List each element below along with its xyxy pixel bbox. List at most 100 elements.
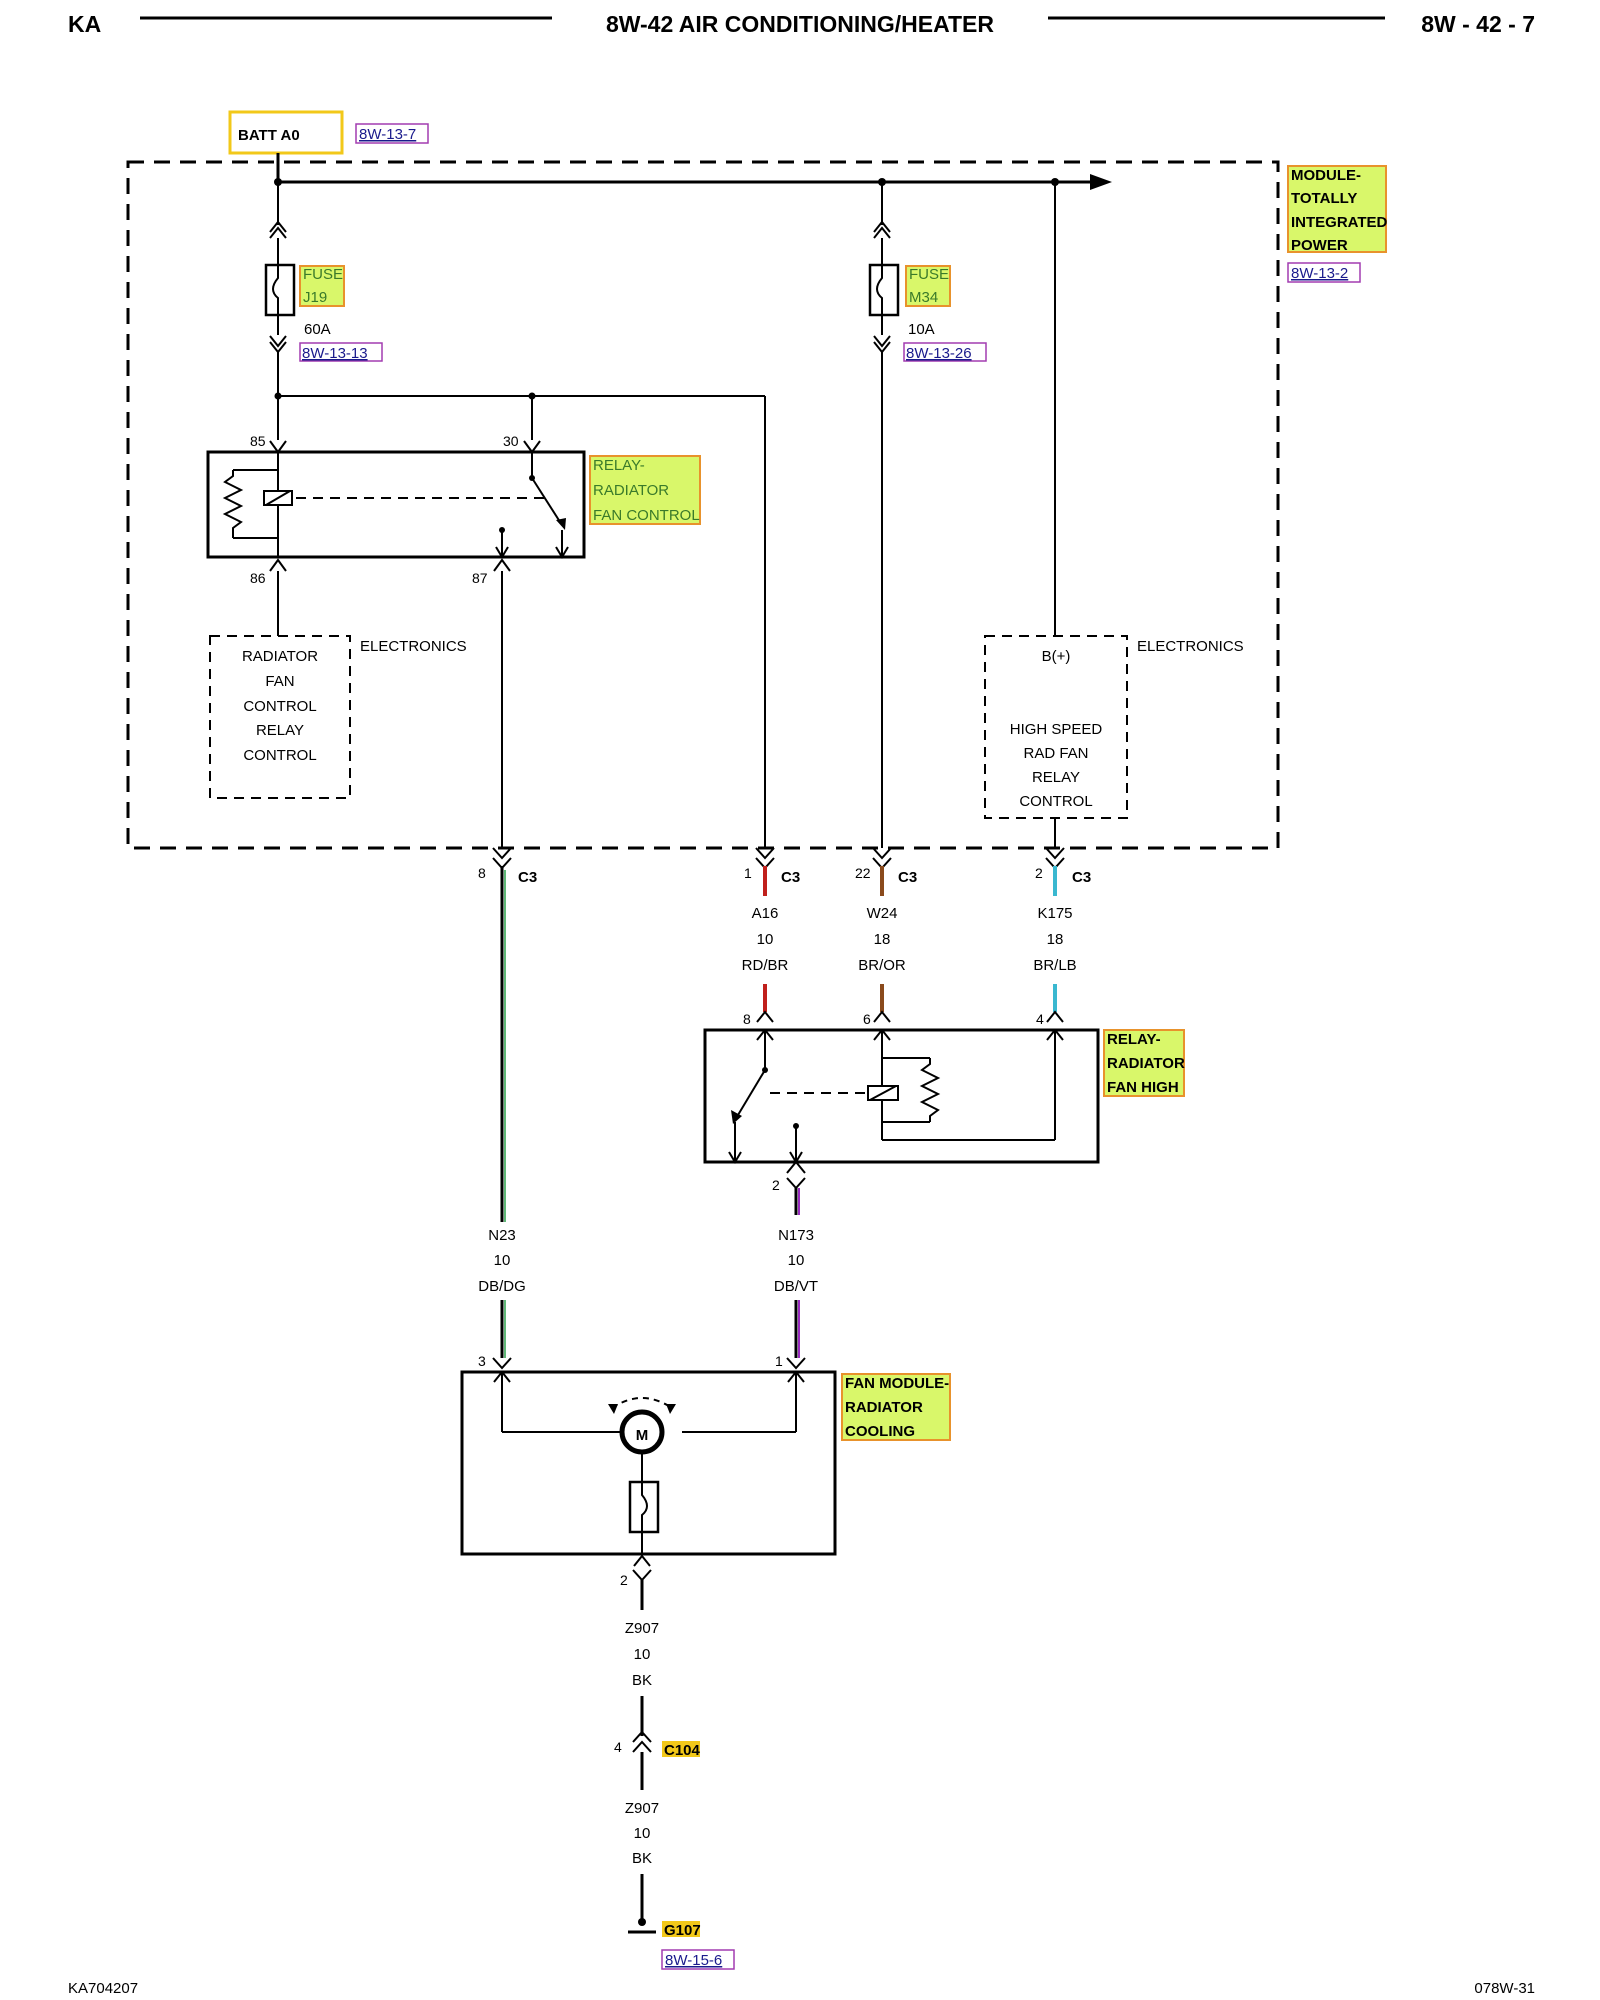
relay-fan-high-label-3: FAN HIGH bbox=[1107, 1079, 1179, 1096]
fan-module-label-2: RADIATOR bbox=[845, 1399, 923, 1416]
fuse-j19-ref-box bbox=[299, 342, 383, 362]
battery-bus bbox=[274, 153, 1112, 190]
header-left: KA bbox=[68, 11, 101, 37]
fan-motor-icon: M bbox=[636, 1427, 649, 1444]
wire-z907a-circuit: Z907 bbox=[625, 1620, 659, 1637]
electronics-right-line-3: RELAY bbox=[1032, 769, 1080, 786]
relay-fan-high-label-2: RADIATOR bbox=[1107, 1055, 1185, 1072]
g107-label: G107 bbox=[664, 1922, 701, 1939]
relay-fan-control-label-2: RADIATOR bbox=[593, 482, 669, 499]
c104-pin-4: 4 bbox=[614, 1739, 622, 1755]
wire-n23-color: DB/DG bbox=[478, 1278, 526, 1295]
c3-label-b: C3 bbox=[781, 869, 800, 886]
relay-fan-high-internals bbox=[728, 1010, 1064, 1174]
c3-connector-symbols bbox=[492, 847, 1065, 870]
relay-fan-control-label-1: RELAY- bbox=[593, 457, 645, 474]
electronics-left-line-4: RELAY bbox=[256, 722, 304, 739]
electronics-left-tag: ELECTRONICS bbox=[360, 638, 467, 655]
c3-pin-2: 2 bbox=[1035, 865, 1043, 881]
electronics-left-line-3: CONTROL bbox=[243, 698, 316, 715]
fan-module-label-1: FAN MODULE- bbox=[845, 1375, 949, 1392]
wire-n23-circuit: N23 bbox=[488, 1227, 516, 1244]
fuse-j19-label-2: J19 bbox=[303, 289, 327, 306]
wire-z907a-color: BK bbox=[632, 1672, 652, 1689]
fuse-m34-label-1: FUSE bbox=[909, 266, 949, 283]
batt-box bbox=[228, 110, 344, 155]
wire-w24-gauge: 18 bbox=[874, 931, 891, 948]
wire-w24-color: BR/OR bbox=[858, 957, 906, 974]
c104-label-box bbox=[662, 1741, 700, 1757]
fuse-j19-rating: 60A bbox=[304, 321, 331, 338]
wire-z907-upper bbox=[632, 1569, 652, 1610]
wire-n173-circuit: N173 bbox=[778, 1227, 814, 1244]
fan-module-box bbox=[460, 1370, 837, 1556]
wire-z907b-color: BK bbox=[632, 1850, 652, 1867]
electronics-right-tag: ELECTRONICS bbox=[1137, 638, 1244, 655]
wire-z907b-gauge: 10 bbox=[634, 1825, 651, 1842]
wire-a16-color: RD/BR bbox=[742, 957, 789, 974]
c3-label-c: C3 bbox=[898, 869, 917, 886]
g107-label-box bbox=[662, 1921, 700, 1937]
wire-n23-lower bbox=[492, 1300, 512, 1370]
fuse-j19-label-box bbox=[299, 265, 345, 307]
wire-n173 bbox=[786, 1177, 806, 1370]
g107-ref-link[interactable]: 8W-15-6 bbox=[665, 1952, 722, 1969]
footer-right: 078W-31 bbox=[1474, 1980, 1535, 1997]
tipm-label-line-3: INTEGRATED bbox=[1291, 214, 1388, 231]
wire-k175-color: BR/LB bbox=[1033, 957, 1076, 974]
wire-w24-circuit: W24 bbox=[867, 905, 898, 922]
fuse-m34-ref-box bbox=[903, 342, 987, 362]
fused-b-plus-distribution bbox=[274, 392, 766, 848]
fuse-m34-rating: 10A bbox=[908, 321, 935, 338]
electronics-left-line-5: CONTROL bbox=[243, 747, 316, 764]
tipm-label-line-4: POWER bbox=[1291, 237, 1348, 254]
wire-z907b-circuit: Z907 bbox=[625, 1800, 659, 1817]
c104-label: C104 bbox=[664, 1742, 701, 1759]
wire-a16-circuit: A16 bbox=[752, 905, 779, 922]
tipm-ref-link[interactable]: 8W-13-2 bbox=[1291, 265, 1348, 282]
relay-fan-control-label-3: FAN CONTROL bbox=[593, 507, 700, 524]
relay-fan-high-pin-8: 8 bbox=[743, 1011, 751, 1027]
electronics-right-line-1: HIGH SPEED bbox=[1010, 721, 1103, 738]
relay-fan-high-box bbox=[703, 1028, 1100, 1164]
relay-fan-control-internals bbox=[222, 440, 569, 572]
batt-label: BATT A0 bbox=[238, 127, 300, 144]
relay-fan-high-label-1: RELAY- bbox=[1107, 1031, 1161, 1048]
footer-left: KA704207 bbox=[68, 1980, 138, 1997]
electronics-right-bplus: B(+) bbox=[1042, 648, 1071, 665]
relay-fan-high-label-box bbox=[1103, 1029, 1185, 1097]
tipm-boundary bbox=[126, 160, 1280, 850]
c104-connector-symbol bbox=[632, 1696, 652, 1790]
relay-fan-control-pin-87: 87 bbox=[472, 570, 488, 586]
c3-label-a: C3 bbox=[518, 869, 537, 886]
relay-fan-control-box bbox=[206, 450, 586, 559]
fuse-m34-ref-link[interactable]: 8W-13-26 bbox=[906, 345, 972, 362]
tipm-label-box bbox=[1287, 165, 1387, 253]
tipm-label-line-1: MODULE- bbox=[1291, 167, 1361, 184]
electronics-right-line-4: CONTROL bbox=[1019, 793, 1092, 810]
batt-ref-link[interactable]: 8W-13-7 bbox=[359, 126, 416, 143]
relay-fan-control-pin-85: 85 bbox=[250, 433, 266, 449]
relay-fan-high-pin-4: 4 bbox=[1036, 1011, 1044, 1027]
fan-module-pin-2: 2 bbox=[620, 1572, 628, 1588]
fuse-m34-symbol bbox=[868, 182, 900, 848]
fuse-j19-ref-link[interactable]: 8W-13-13 bbox=[302, 345, 368, 362]
wire-n173-gauge: 10 bbox=[788, 1252, 805, 1269]
fan-module-pin-1: 1 bbox=[775, 1353, 783, 1369]
relay-fan-control-pin-86: 86 bbox=[250, 570, 266, 586]
g107-ref-box bbox=[661, 1949, 735, 1970]
electronics-right-line-2: RAD FAN bbox=[1023, 745, 1088, 762]
ground-g107-symbol bbox=[628, 1874, 656, 1934]
fuse-j19-symbol bbox=[264, 182, 296, 396]
wire-n23-gauge: 10 bbox=[494, 1252, 511, 1269]
batt-ref-box bbox=[355, 123, 429, 144]
fuse-m34-label-2: M34 bbox=[909, 289, 938, 306]
wire-k175-circuit: K175 bbox=[1037, 905, 1072, 922]
c3-pin-8: 8 bbox=[478, 865, 486, 881]
fan-module-internals bbox=[493, 1370, 805, 1567]
electronics-left-box bbox=[209, 635, 351, 799]
relay-fan-control-pin-30: 30 bbox=[503, 433, 519, 449]
fuse-j19-label-1: FUSE bbox=[303, 266, 343, 283]
electronics-left-line-1: RADIATOR bbox=[242, 648, 318, 665]
